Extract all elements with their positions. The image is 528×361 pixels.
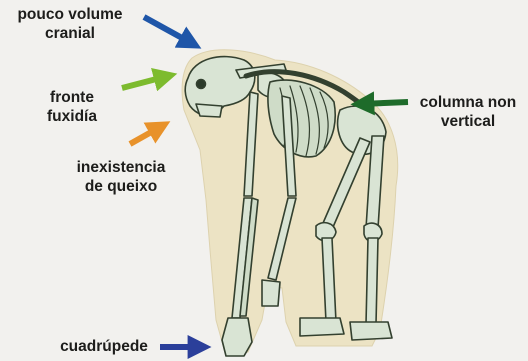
arrow-chin [130, 126, 162, 144]
label-quadruped: cuadrúpede [54, 337, 154, 356]
arrow-forehead [122, 76, 168, 88]
label-spine: columna non vertical [412, 93, 524, 131]
arrow-spine [360, 102, 408, 104]
eye-socket [197, 80, 206, 89]
tibia-back [366, 238, 378, 324]
hand-back [262, 280, 280, 306]
label-forehead: fronte fuxidía [34, 88, 110, 126]
arrow-cranial [144, 17, 193, 44]
label-cranial-volume: pouco volume cranial [0, 5, 140, 43]
foot [300, 318, 344, 336]
foot-back [350, 322, 392, 340]
label-chin: inexistencia de queixo [62, 158, 180, 196]
hand [222, 318, 252, 356]
jaw [196, 104, 222, 117]
